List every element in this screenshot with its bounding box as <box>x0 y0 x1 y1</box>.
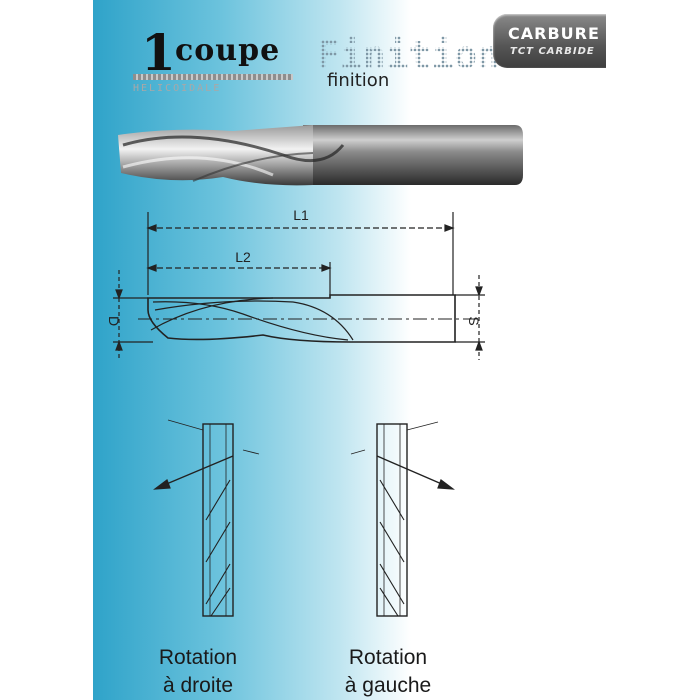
dimension-l2-label: L2 <box>235 249 251 265</box>
dimension-s-label: S <box>466 316 482 325</box>
caption-right-line1: Rotation <box>158 646 238 669</box>
product-sheet: 1 coupe HELICOIDALE Finition finition CA… <box>93 0 606 700</box>
caption-left-line1: Rotation <box>348 646 428 669</box>
brand-word: coupe <box>175 33 281 68</box>
cutter-photo <box>118 125 523 186</box>
carbide-badge: CARBURE TCT CARBIDE <box>493 14 606 68</box>
brand-number: 1 <box>141 23 176 82</box>
dimension-l1-label: L1 <box>293 207 309 223</box>
caption-rotation-left: Rotation à gauche <box>298 644 478 700</box>
brand-stripe <box>133 74 293 80</box>
caption-rotation-right: Rotation à droite <box>108 644 288 700</box>
finish-subtitle: finition <box>327 70 390 91</box>
cutter-shank <box>303 125 523 185</box>
badge-sub-label: TCT CARBIDE <box>510 46 595 57</box>
technical-drawing: L1 L2 D S <box>106 207 485 617</box>
finish-title: Finition <box>317 33 501 77</box>
brand-subtitle: HELICOIDALE <box>133 83 222 94</box>
caption-right-line2: à droite <box>162 674 234 697</box>
badge-main-label: CARBURE <box>508 24 600 43</box>
caption-left-line2: à gauche <box>344 674 432 697</box>
dimension-d-label: D <box>106 316 122 326</box>
